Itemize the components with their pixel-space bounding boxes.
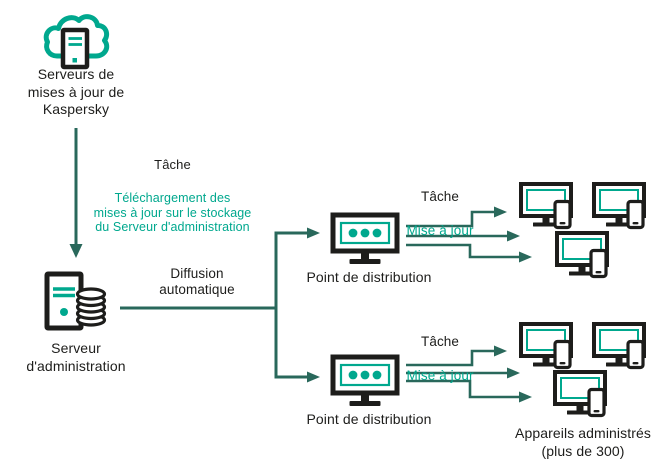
managed-device-icon [592,322,648,370]
admin-server-icon [44,271,107,331]
update-task-1-title: Tâche [420,189,460,204]
database-icon [75,287,107,327]
managed-device-icon [555,231,611,279]
arrow-fan-2-icon [406,345,532,403]
kaspersky-cloud-server-icon [43,14,110,70]
update-task-1-detail: Mise à jour [406,223,474,238]
managed-device-icon [519,182,575,230]
download-task-detail: Téléchargement des mises à jour sur le s… [93,191,252,234]
managed-devices-label: Appareils administrés (plus de 300) [515,425,651,459]
distribution-point-2-label: Point de distribution [306,411,432,427]
arrow-download-icon [69,128,83,258]
download-task-label: Tâche Téléchargement des mises à jour su… [80,139,265,253]
arrow-auto-distribution-icon [120,227,320,383]
auto-distribution-label: Diffusion automatique [159,266,235,297]
download-task-title: Tâche [154,157,191,172]
managed-device-icon [519,322,575,370]
admin-server-label: Serveur d'administration [26,340,126,374]
update-task-2-detail: Mise à jour [406,368,474,383]
managed-device-icon [553,370,609,418]
update-task-2-title: Tâche [420,334,460,349]
managed-device-icon [592,182,648,230]
update-task-2-label: Tâche Mise à jour [385,316,495,402]
distribution-point-1-label: Point de distribution [306,269,432,285]
kaspersky-update-servers-label: Serveurs de mises à jour de Kaspersky [27,66,125,117]
arrow-fan-1-icon [406,206,532,263]
update-task-1-label: Tâche Mise à jour [385,171,495,257]
